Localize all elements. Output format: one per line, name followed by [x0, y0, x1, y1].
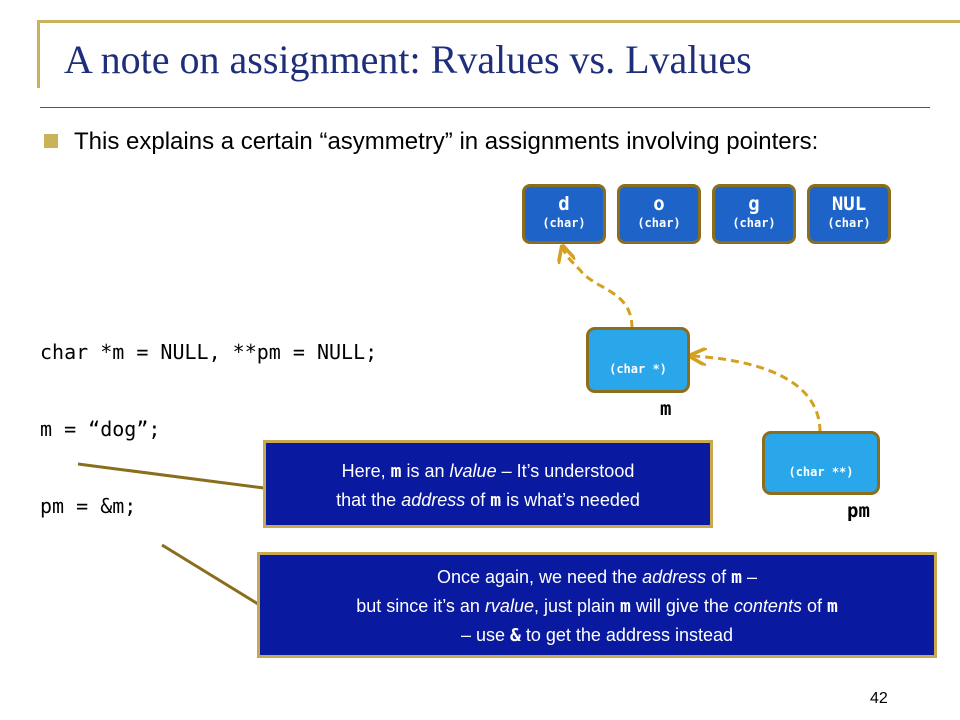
- var-label-pm: pm: [847, 500, 870, 522]
- code-line-declaration: char *m = NULL, **pm = NULL;: [40, 340, 378, 364]
- char-cell-d: d (char): [522, 184, 606, 244]
- code-line-assign-m: m = “dog”;: [40, 417, 161, 441]
- arrow-pm-to-m: [692, 356, 822, 433]
- title-frame-top: [37, 20, 960, 23]
- callout-leader-rvalue: [161, 543, 259, 606]
- var-label-m: m: [660, 398, 672, 420]
- title-rule: [40, 107, 930, 108]
- page-number: 42: [870, 690, 888, 707]
- char-cell-o: o (char): [617, 184, 701, 244]
- code-line-assign-pm: pm = &m;: [40, 494, 137, 518]
- callout-lvalue: Here, m is an lvalue – It’s understood t…: [263, 440, 713, 528]
- char-cell-nul: NUL (char): [807, 184, 891, 244]
- pointer-box-m: (char *): [586, 327, 690, 393]
- pointer-box-pm: (char **): [762, 431, 880, 495]
- bullet-text: This explains a certain “asymmetry” in a…: [74, 128, 819, 155]
- arrow-m-to-d: [563, 248, 634, 329]
- title-frame-left: [37, 20, 40, 88]
- callout-rvalue: Once again, we need the address of m – b…: [257, 552, 937, 658]
- char-cell-g: g (char): [712, 184, 796, 244]
- slide-title: A note on assignment: Rvalues vs. Lvalue…: [64, 37, 752, 82]
- bullet-marker: [44, 134, 58, 148]
- callout-leader-lvalue: [77, 462, 265, 490]
